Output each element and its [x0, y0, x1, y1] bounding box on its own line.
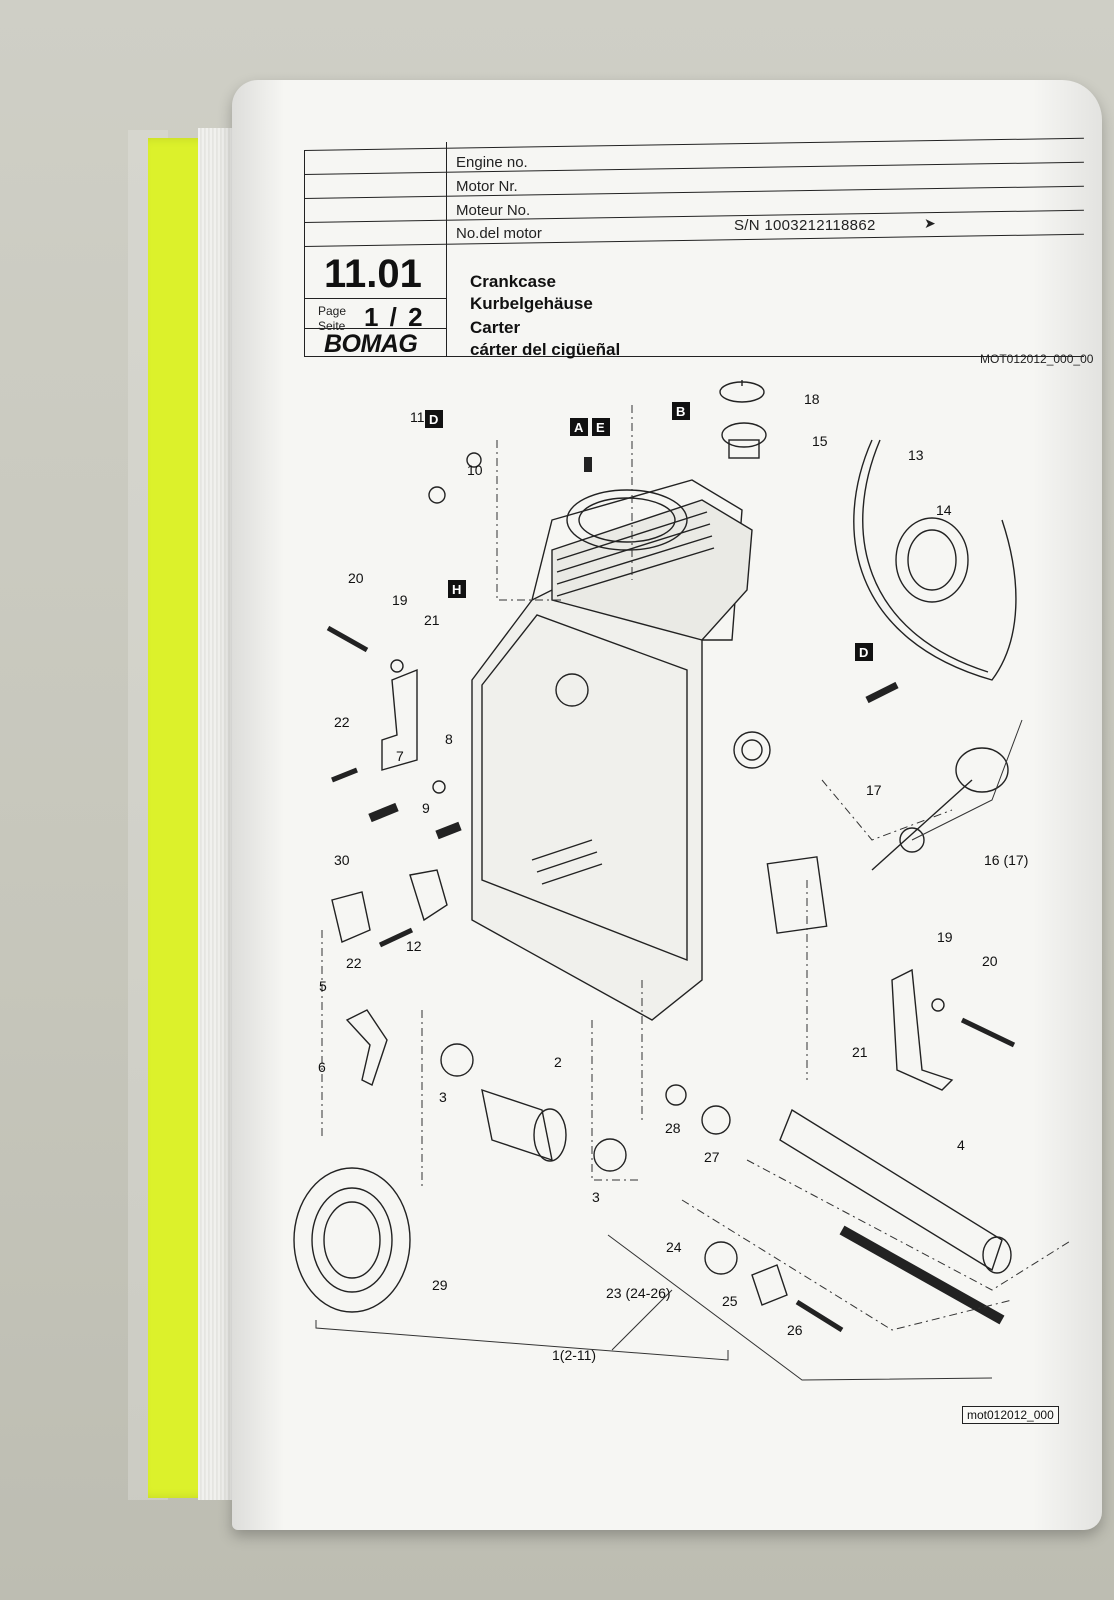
callout-24: 24	[666, 1239, 682, 1255]
callout-22-bottom: 22	[346, 955, 362, 971]
arrow-icon: ➤	[924, 215, 936, 231]
callout-8: 8	[445, 731, 453, 747]
callout-13: 13	[908, 447, 924, 463]
engine-no-label-en: Engine no.	[456, 154, 528, 171]
callouts: 11 10 18 15 13 14 20 19 21 22 7 8 9 30 1…	[318, 391, 1028, 1363]
tag-e: E	[596, 420, 605, 435]
catalog-page: Engine no. Motor Nr. Moteur No. No.del m…	[232, 80, 1102, 1530]
tag-b: B	[676, 404, 685, 419]
tag-a: A	[574, 420, 584, 435]
title-es: cárter del cigüeñal	[470, 340, 621, 359]
title-fr: Carter	[470, 318, 521, 337]
callout-20-right: 20	[982, 953, 998, 969]
callout-3-left: 3	[439, 1089, 447, 1105]
callout-21-right: 21	[852, 1044, 868, 1060]
callout-7: 7	[396, 748, 404, 764]
callout-2: 2	[554, 1054, 562, 1070]
drawing-reference: mot012012_000	[962, 1406, 1059, 1424]
callout-26: 26	[787, 1322, 803, 1338]
seite-label: Seite	[318, 319, 346, 333]
brand-logo: BOMAG	[324, 330, 418, 358]
exploded-view-drawing: D A E B H D 11 10 18 15 13 14 20 19 21 2…	[293, 380, 1073, 1381]
page-header: Engine no. Motor Nr. Moteur No. No.del m…	[303, 132, 1093, 366]
callout-17: 17	[866, 782, 882, 798]
callout-25: 25	[722, 1293, 738, 1309]
callout-30: 30	[334, 852, 350, 868]
callout-27: 27	[704, 1149, 720, 1165]
callout-20-left: 20	[348, 570, 364, 586]
doc-code: MOT012012_000_00	[980, 352, 1094, 366]
callout-19-left: 19	[392, 592, 408, 608]
callout-16-17: 16 (17)	[984, 852, 1028, 868]
tag-h: H	[452, 582, 461, 597]
serial-number: S/N 1003212118862	[734, 217, 876, 234]
callout-14: 14	[936, 502, 952, 518]
callout-3-right: 3	[592, 1189, 600, 1205]
title-de: Kurbelgehäuse	[470, 294, 593, 313]
callout-15: 15	[812, 433, 828, 449]
callout-1: 1(2-11)	[552, 1347, 596, 1363]
callout-19-right: 19	[937, 929, 953, 945]
page-label: Page	[318, 304, 347, 318]
callout-22-top: 22	[334, 714, 350, 730]
engine-no-label-fr: Moteur No.	[456, 202, 531, 219]
callout-28: 28	[665, 1120, 681, 1136]
callout-18: 18	[804, 391, 820, 407]
page-number: 1 / 2	[364, 302, 425, 332]
callout-10: 10	[467, 462, 483, 478]
callout-29: 29	[432, 1277, 448, 1293]
title-en: Crankcase	[470, 272, 557, 291]
callout-4: 4	[957, 1137, 965, 1153]
callout-11: 11	[410, 409, 425, 425]
engine-no-label-de: Motor Nr.	[456, 178, 518, 195]
callout-5: 5	[319, 978, 327, 994]
tag-d-right: D	[859, 645, 868, 660]
group-tags: D A E B H D	[425, 402, 873, 661]
section-number: 11.01	[324, 252, 422, 296]
callout-21-left: 21	[424, 612, 440, 628]
engine-no-label-es: No.del motor	[456, 225, 542, 242]
callout-23: 23 (24-26)	[606, 1285, 671, 1301]
callout-9: 9	[422, 800, 430, 816]
callout-6: 6	[318, 1059, 326, 1075]
tag-d-top: D	[429, 412, 438, 427]
callout-12: 12	[406, 938, 422, 954]
